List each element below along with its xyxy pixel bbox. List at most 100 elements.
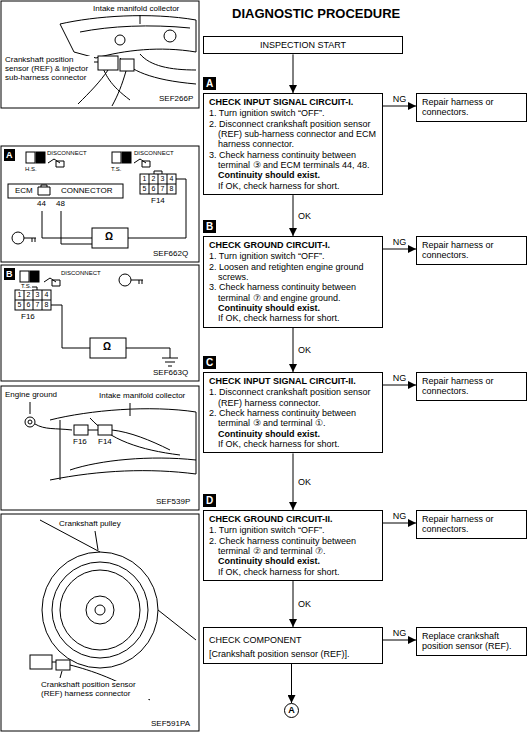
node-text: 1. Turn ignition switch “OFF”. bbox=[209, 108, 377, 118]
step-letter: A bbox=[203, 77, 216, 90]
panel-frame bbox=[1, 265, 199, 381]
pin-number: 4 bbox=[42, 290, 51, 300]
pin-number: 5 bbox=[15, 300, 24, 310]
action-box: Replace crankshaft position sensor (REF)… bbox=[416, 627, 527, 656]
node-text: Continuity should exist. bbox=[209, 429, 377, 439]
action-box: Repair harness or connectors. bbox=[416, 372, 527, 401]
node-text: 2. Check harness continuity between term… bbox=[209, 408, 377, 429]
figure-code: SEF266P bbox=[158, 95, 194, 104]
edge-label: OK bbox=[297, 477, 312, 487]
connector-circle: A bbox=[284, 703, 299, 718]
part-label: Intake manifold collector bbox=[92, 5, 180, 14]
node-text: Repair harness or connectors. bbox=[422, 97, 521, 118]
page-title: DIAGNOSTIC PROCEDURE bbox=[232, 6, 400, 21]
flow-arrow bbox=[293, 581, 294, 627]
node-text: If OK, check harness for short. bbox=[209, 439, 377, 449]
continuity-test-a bbox=[8, 152, 186, 248]
pin-number: 1 bbox=[15, 290, 24, 300]
node-text: [Crankshaft position sensor (REF)]. bbox=[209, 649, 377, 659]
process-box: CCHECK INPUT SIGNAL CIRCUIT-II.1. Discon… bbox=[203, 372, 383, 453]
node-text: Replace crankshaft position sensor (REF)… bbox=[422, 631, 521, 652]
connector-number: F14 bbox=[97, 438, 113, 447]
step-letter: C bbox=[203, 356, 216, 369]
node-text: CHECK COMPONENT bbox=[209, 631, 377, 649]
connector-number: F16 bbox=[72, 438, 88, 447]
pin-number: 1 bbox=[140, 174, 149, 184]
pin-number: 4 bbox=[167, 174, 176, 184]
pin-number: 6 bbox=[149, 184, 158, 194]
crankshaft-pulley-sketch bbox=[30, 520, 196, 700]
step-heading: CHECK GROUND CIRCUIT-I. bbox=[209, 240, 377, 250]
node-text: If OK, check harness for short. bbox=[209, 181, 377, 191]
part-label: CONNECTOR bbox=[60, 187, 113, 196]
action-box: Repair harness or connectors. bbox=[416, 510, 527, 539]
panel-frame bbox=[1, 514, 199, 731]
edge-label: NG bbox=[392, 373, 408, 383]
panel-letter: B bbox=[4, 268, 15, 280]
node-text: 3. Check harness continuity between term… bbox=[209, 282, 377, 303]
flow-arrow bbox=[293, 54, 294, 93]
panel-letter: A bbox=[4, 149, 15, 161]
connector-number: F16 bbox=[20, 313, 36, 322]
pin-number: 7 bbox=[158, 184, 167, 194]
flow-arrow bbox=[383, 106, 416, 107]
part-label: Crankshaft position sensor (REF) harness… bbox=[40, 681, 152, 699]
edge-label: OK bbox=[297, 211, 312, 221]
tester-mode: T.S. bbox=[110, 166, 122, 173]
step-letter: B bbox=[203, 220, 216, 233]
node-text: 1. Disconnect crankshaft position sensor… bbox=[209, 387, 377, 408]
action-box: Repair harness or connectors. bbox=[416, 93, 527, 122]
node-text: 2. Disconnect crankshaft position sensor… bbox=[209, 119, 377, 150]
terminal-number: 44 bbox=[36, 200, 47, 209]
panel-frame bbox=[1, 146, 199, 262]
flow-arrow bbox=[293, 453, 294, 510]
edge-label: OK bbox=[297, 345, 312, 355]
node-text: 1. Turn ignition switch “OFF”. bbox=[209, 251, 377, 261]
node-text: 3. Check harness continuity between term… bbox=[209, 150, 377, 171]
node-text: If OK, check harness for short. bbox=[209, 567, 377, 577]
part-label: Crankshaft position sensor (REF) & injec… bbox=[4, 56, 94, 82]
connector-number: F14 bbox=[150, 197, 166, 206]
pin-number: 3 bbox=[158, 174, 167, 184]
process-box: CHECK COMPONENT[Crankshaft position sens… bbox=[203, 627, 383, 664]
edge-label: NG bbox=[392, 237, 408, 247]
step-heading: CHECK GROUND CIRCUIT-II. bbox=[209, 514, 377, 524]
figure-code: SEF539P bbox=[155, 498, 191, 507]
pin-number: 5 bbox=[140, 184, 149, 194]
panel-frame bbox=[1, 1, 199, 108]
edge-label: NG bbox=[392, 511, 408, 521]
node-text: A bbox=[284, 703, 299, 718]
step-heading: CHECK INPUT SIGNAL CIRCUIT-II. bbox=[209, 376, 377, 386]
flow-arrow bbox=[383, 640, 416, 641]
part-label: Engine ground bbox=[4, 391, 58, 400]
pin-number: 2 bbox=[24, 290, 33, 300]
pin-number: 8 bbox=[167, 184, 176, 194]
flow-arrow bbox=[383, 249, 416, 250]
node-text: 1. Turn ignition switch “OFF”. bbox=[209, 525, 377, 535]
start-box: INSPECTION START bbox=[203, 36, 403, 54]
terminal-number: 48 bbox=[55, 200, 66, 209]
pin-number: 3 bbox=[33, 290, 42, 300]
pin-number: 2 bbox=[149, 174, 158, 184]
edge-label: NG bbox=[392, 94, 408, 104]
flow-arrow bbox=[291, 664, 292, 703]
pin-number: 8 bbox=[42, 300, 51, 310]
process-box: BCHECK GROUND CIRCUIT-I.1. Turn ignition… bbox=[203, 236, 383, 328]
node-text: Continuity should exist. bbox=[209, 556, 377, 566]
part-label: Intake manifold collector bbox=[98, 392, 186, 401]
part-label: DISCONNECT bbox=[46, 150, 88, 157]
pin-number: 7 bbox=[33, 300, 42, 310]
part-label: DISCONNECT bbox=[133, 150, 175, 157]
figure-code: SEF591PA bbox=[150, 720, 191, 729]
flow-arrow bbox=[293, 195, 294, 236]
part-label: ECM bbox=[14, 187, 34, 196]
flow-arrow bbox=[383, 523, 416, 524]
figure-code: SEF663Q bbox=[152, 369, 189, 378]
meter-symbol: Ω bbox=[104, 231, 114, 242]
continuity-test-b bbox=[15, 271, 178, 366]
step-letter: D bbox=[203, 494, 216, 507]
node-text: INSPECTION START bbox=[209, 40, 397, 50]
action-box: Repair harness or connectors. bbox=[416, 236, 527, 265]
process-box: ACHECK INPUT SIGNAL CIRCUIT-I.1. Turn ig… bbox=[203, 93, 383, 195]
part-label: Crankshaft pulley bbox=[58, 520, 122, 529]
